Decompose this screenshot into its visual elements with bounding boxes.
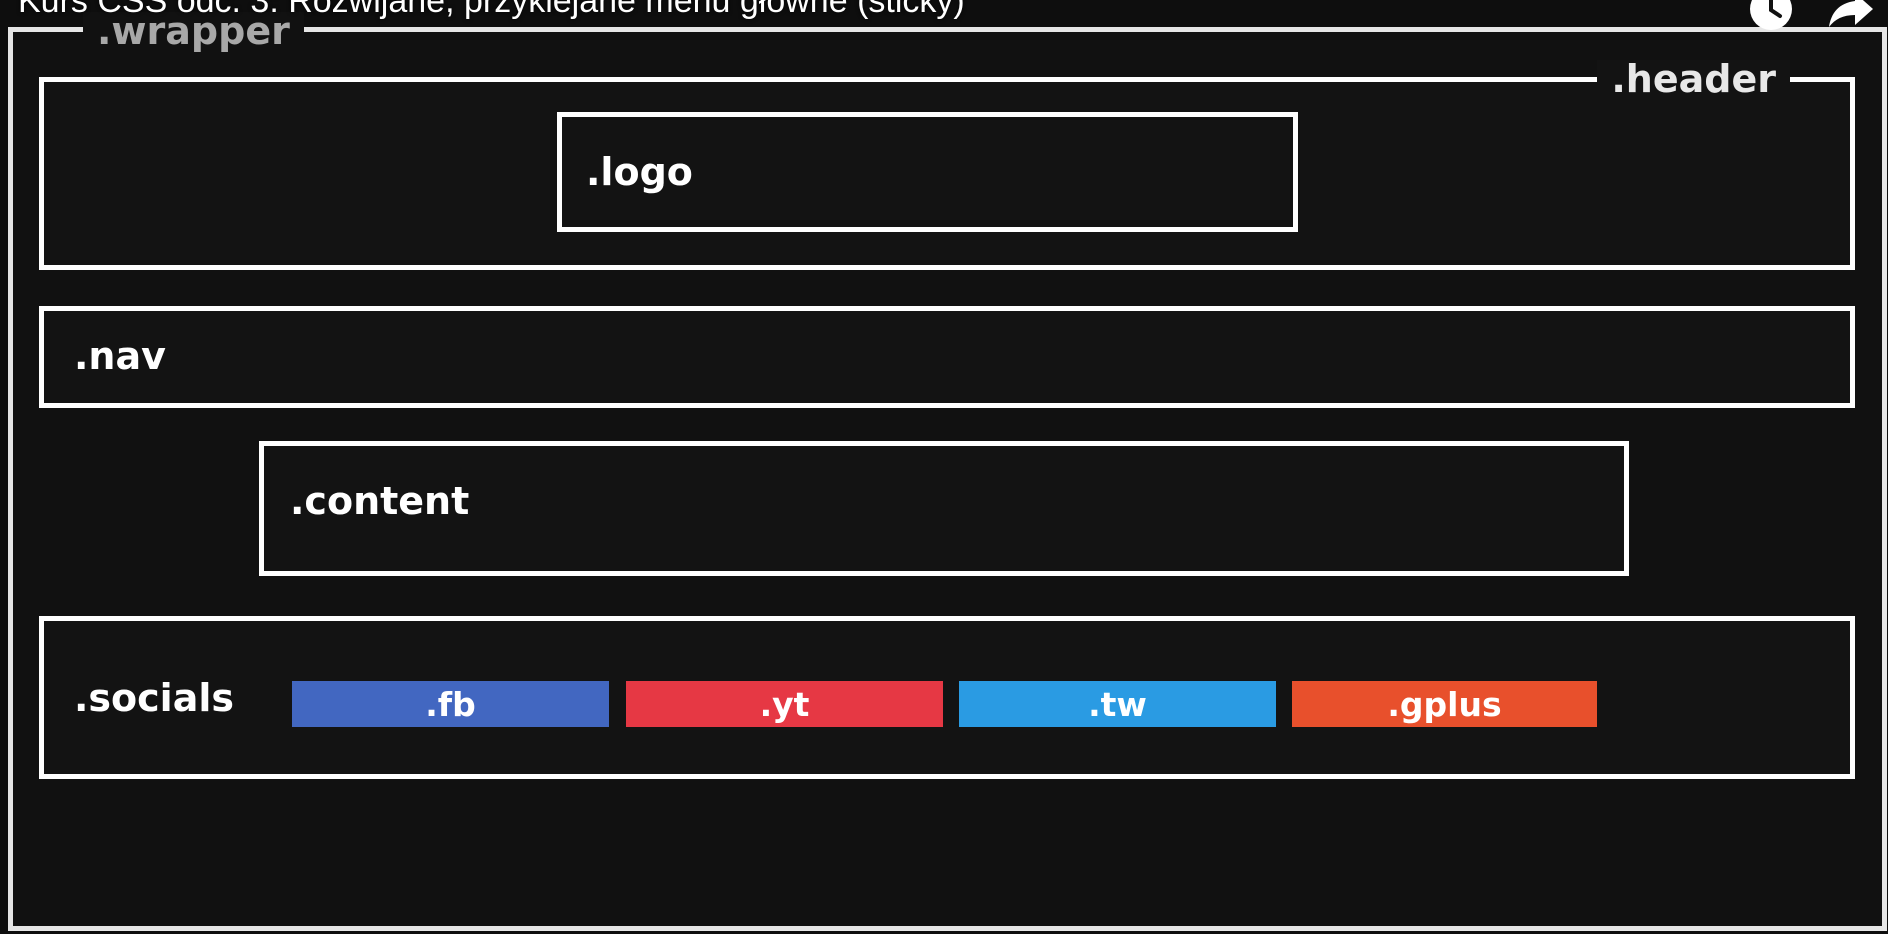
logo-label: .logo xyxy=(586,150,693,194)
video-title[interactable]: Kurs CSS odc. 3: Rozwijane, przyklejane … xyxy=(18,0,965,20)
gplus-button: .gplus xyxy=(1292,681,1597,727)
content-label: .content xyxy=(290,479,470,523)
nav-label: .nav xyxy=(74,334,166,378)
yt-button: .yt xyxy=(626,681,943,727)
watch-later-button[interactable] xyxy=(1746,0,1796,32)
wrapper-label: .wrapper xyxy=(83,12,304,50)
fb-button: .fb xyxy=(292,681,609,727)
clock-icon xyxy=(1748,0,1794,36)
socials-label: .socials xyxy=(74,676,234,720)
nav-box: .nav xyxy=(39,306,1855,408)
share-button[interactable] xyxy=(1826,0,1876,32)
tw-button: .tw xyxy=(959,681,1276,727)
header-label: .header xyxy=(1597,60,1790,98)
logo-box: .logo xyxy=(557,112,1298,232)
content-box: .content xyxy=(259,441,1629,576)
share-arrow-icon xyxy=(1827,0,1875,33)
